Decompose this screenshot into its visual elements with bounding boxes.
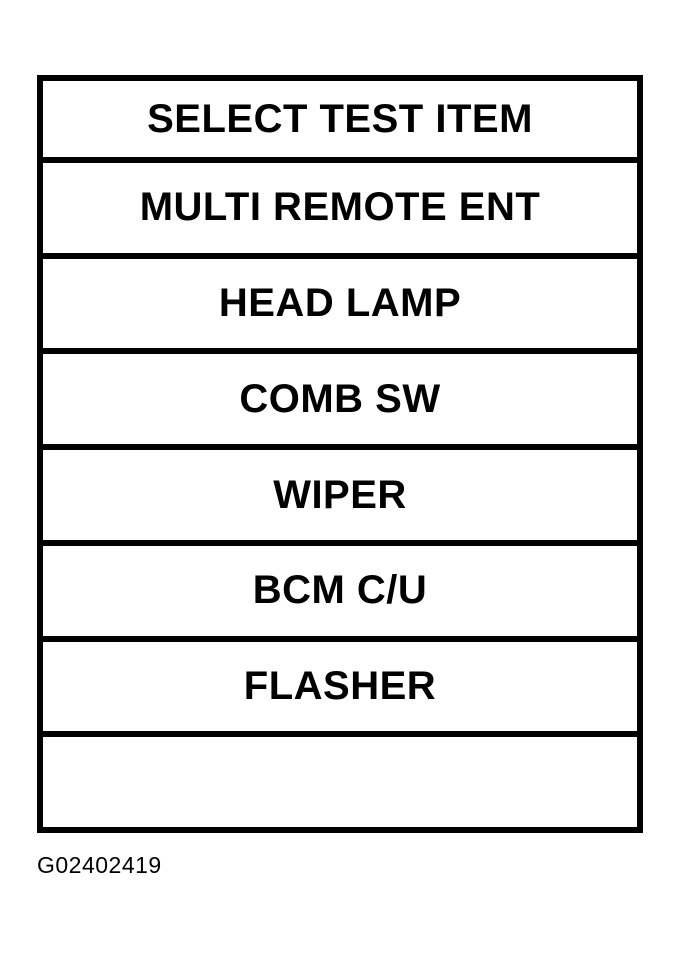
menu-item-empty <box>43 737 637 827</box>
menu-item-label: FLASHER <box>243 663 437 708</box>
menu-item-label: COMB SW <box>239 376 441 421</box>
figure-id-caption: G02402419 <box>37 852 162 878</box>
menu-item-label: HEAD LAMP <box>218 281 462 326</box>
menu-title-label: SELECT TEST ITEM <box>147 96 533 141</box>
menu-item-label: MULTI REMOTE ENT <box>139 185 541 230</box>
menu-item-comb-sw[interactable]: COMB SW <box>43 354 637 451</box>
menu-item-head-lamp[interactable]: HEAD LAMP <box>43 259 637 355</box>
menu-title: SELECT TEST ITEM <box>43 81 637 163</box>
select-test-item-menu: SELECT TEST ITEM MULTI REMOTE ENT HEAD L… <box>37 75 643 833</box>
menu-item-label: BCM C/U <box>252 568 428 613</box>
menu-item-label: WIPER <box>273 472 407 517</box>
menu-item-flasher[interactable]: FLASHER <box>43 642 637 738</box>
menu-item-bcm-cu[interactable]: BCM C/U <box>43 546 637 642</box>
menu-item-multi-remote-ent[interactable]: MULTI REMOTE ENT <box>43 163 637 259</box>
menu-item-wiper[interactable]: WIPER <box>43 450 637 546</box>
